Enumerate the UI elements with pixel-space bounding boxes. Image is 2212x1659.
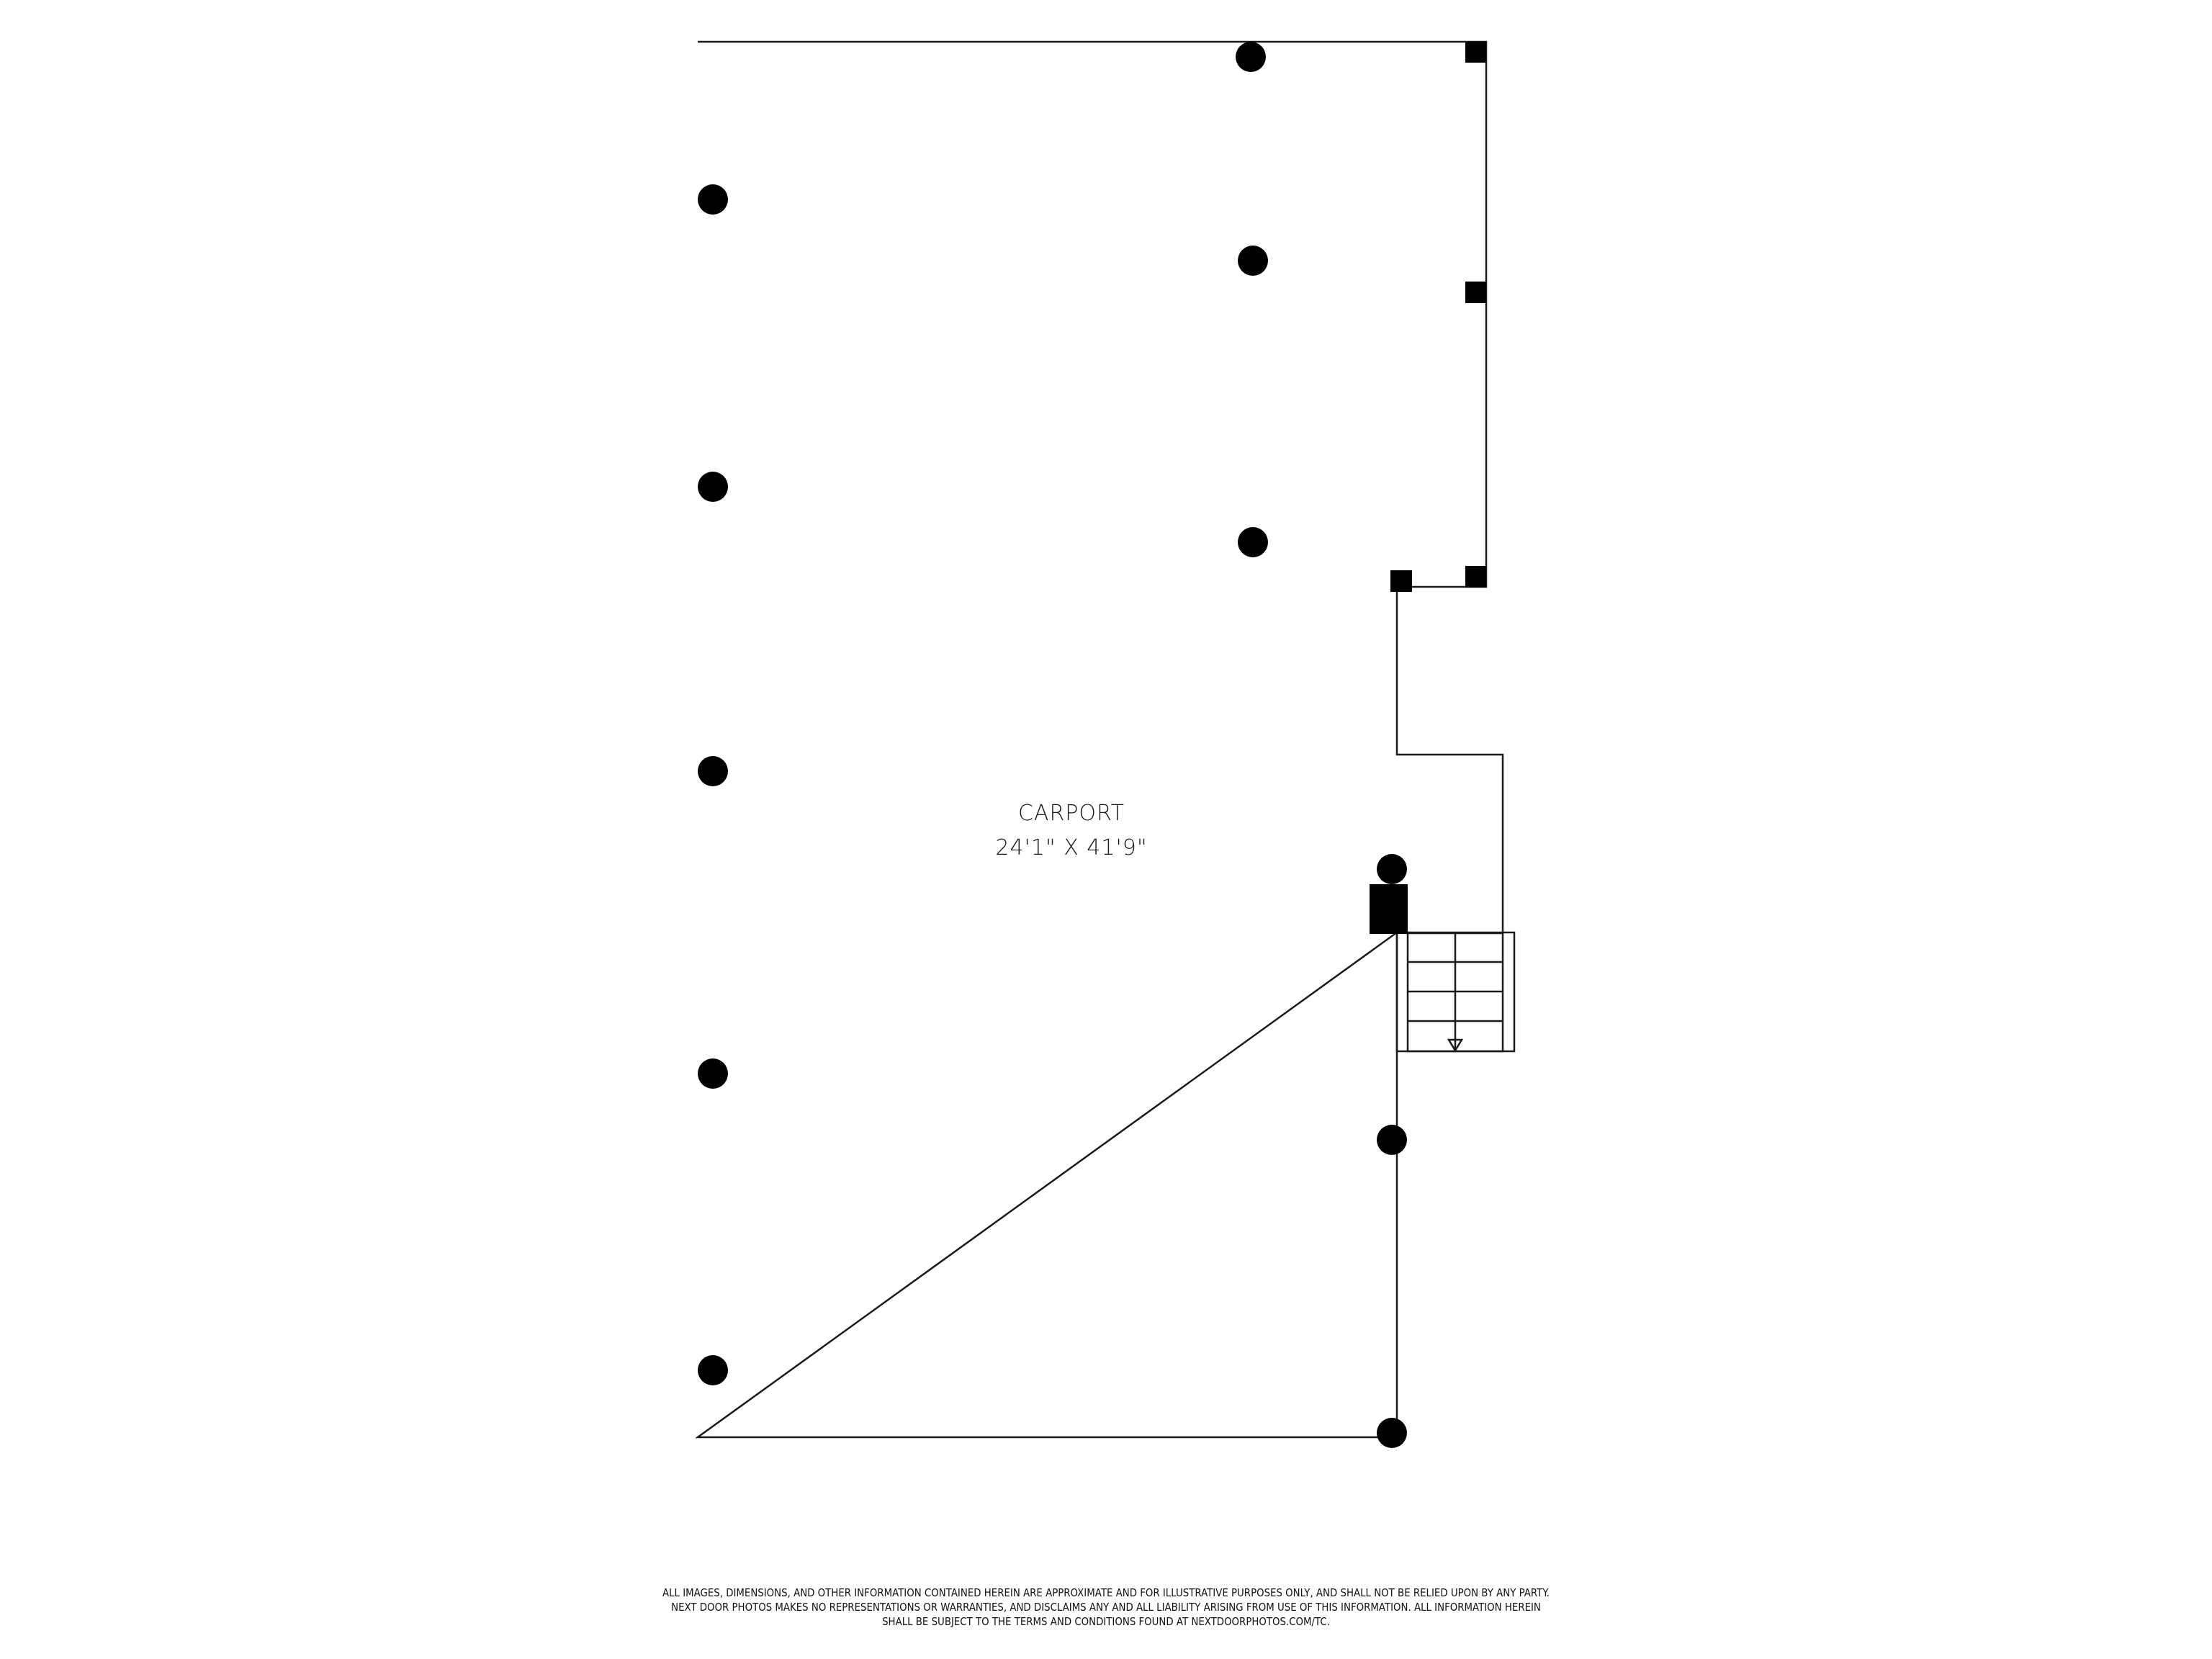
- round-post: [698, 1355, 728, 1385]
- square-posts: [1370, 42, 1486, 934]
- disclaimer-line: NEXT DOOR PHOTOS MAKES NO REPRESENTATION…: [671, 1601, 1541, 1614]
- room-dimensions-label: 24'1" X 41'9": [995, 835, 1148, 860]
- stairs: [1395, 931, 1516, 1053]
- walls: [695, 40, 1504, 1439]
- round-post: [1236, 42, 1266, 72]
- square-post: [1465, 282, 1486, 303]
- round-post: [1377, 1418, 1407, 1448]
- round-post: [1238, 527, 1268, 557]
- stair-direction-arrow-icon: [1447, 1038, 1464, 1053]
- round-posts: [698, 42, 1407, 1448]
- disclaimer-line: ALL IMAGES, DIMENSIONS, AND OTHER INFORM…: [662, 1586, 1550, 1599]
- square-post: [1390, 570, 1412, 592]
- utility-block: [1370, 884, 1408, 934]
- round-post: [1377, 1125, 1407, 1155]
- disclaimer-line: SHALL BE SUBJECT TO THE TERMS AND CONDIT…: [882, 1615, 1330, 1628]
- round-post: [698, 184, 728, 215]
- carport-outline: [695, 40, 1504, 1439]
- round-post: [698, 1058, 728, 1089]
- round-post: [698, 756, 728, 786]
- round-post: [698, 472, 728, 502]
- round-post: [1238, 246, 1268, 276]
- round-post: [1377, 854, 1407, 884]
- square-post: [1465, 42, 1486, 63]
- disclaimer: ALL IMAGES, DIMENSIONS, AND OTHER INFORM…: [487, 1586, 1725, 1629]
- room-name-label: CARPORT: [1017, 801, 1125, 826]
- square-post: [1465, 566, 1486, 588]
